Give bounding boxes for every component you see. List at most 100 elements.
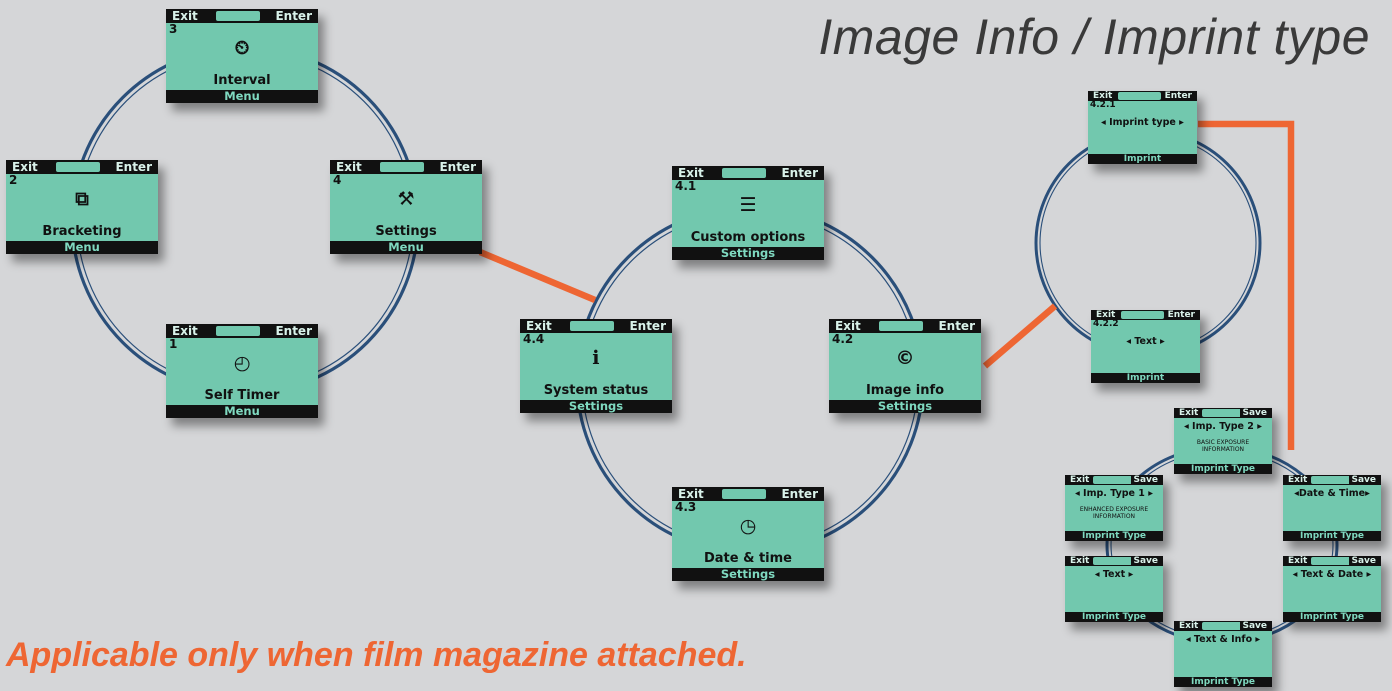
screen-self-timer[interactable]: Exit Enter 1 ◴ Self Timer Menu xyxy=(166,324,318,418)
menu-index: 4.2.1 xyxy=(1090,100,1116,110)
screen-date-time-imprint[interactable]: Exit Save ◂Date & Time▸ Imprint Type xyxy=(1283,475,1381,541)
screen-footer: Menu xyxy=(166,90,318,103)
exit-softkey[interactable]: Exit xyxy=(1094,310,1118,320)
screen-label: System status xyxy=(543,383,649,398)
save-softkey[interactable]: Save xyxy=(1131,475,1160,485)
screen-image-info[interactable]: Exit Enter 4.2 © Image info Settings xyxy=(829,319,981,413)
exit-softkey[interactable]: Exit xyxy=(675,487,707,501)
enter-softkey[interactable]: Enter xyxy=(272,9,315,23)
screen-bracketing[interactable]: Exit Enter 2 ⧉ Bracketing Menu xyxy=(6,160,158,254)
screen-label: ◂Date & Time▸ xyxy=(1294,488,1370,499)
save-softkey[interactable]: Save xyxy=(1240,621,1269,631)
enter-softkey[interactable]: Enter xyxy=(1162,91,1194,101)
tools-icon: ⚒ xyxy=(397,188,415,210)
screen-date-time[interactable]: Exit Enter 4.3 ◷ Date & time Settings xyxy=(672,487,824,581)
exit-softkey[interactable]: Exit xyxy=(1286,556,1310,566)
exit-softkey[interactable]: Exit xyxy=(1286,475,1310,485)
screen-label: Custom options xyxy=(690,230,806,245)
screen-footer: Imprint Type xyxy=(1065,531,1163,541)
save-softkey[interactable]: Save xyxy=(1240,408,1269,418)
save-softkey[interactable]: Save xyxy=(1349,475,1378,485)
link-imageinfo-to-imprint xyxy=(982,303,1058,369)
screen-imp-type-1[interactable]: Exit Save ◂ Imp. Type 1 ▸ ENHANCED EXPOS… xyxy=(1065,475,1163,541)
sliders-icon: ☰ xyxy=(739,194,757,216)
exit-softkey[interactable]: Exit xyxy=(1068,475,1092,485)
exit-softkey[interactable]: Exit xyxy=(1091,91,1115,101)
timer-grid-icon: ⏲ xyxy=(234,37,250,59)
screen-interval[interactable]: Exit Enter 3 ⏲ Interval Menu xyxy=(166,9,318,103)
screen-system-status[interactable]: Exit Enter 4.4 ℹ System status Settings xyxy=(520,319,672,413)
screen-footer: Menu xyxy=(330,241,482,254)
menu-index: 4.1 xyxy=(675,179,697,193)
menu-index: 2 xyxy=(9,173,18,187)
menu-index: 4.4 xyxy=(523,332,545,346)
screen-footer: Imprint xyxy=(1091,373,1200,383)
screen-custom-options[interactable]: Exit Enter 4.1 ☰ Custom options Settings xyxy=(672,166,824,260)
screen-footer: Imprint Type xyxy=(1283,612,1381,622)
enter-softkey[interactable]: Enter xyxy=(778,166,821,180)
screen-footer: Imprint Type xyxy=(1065,612,1163,622)
menu-index: 1 xyxy=(169,337,178,351)
screen-label: ◂ Text & Info ▸ xyxy=(1185,634,1261,645)
screen-text-imprint[interactable]: Exit Save ◂ Text ▸ Imprint Type xyxy=(1065,556,1163,622)
enter-softkey[interactable]: Enter xyxy=(778,487,821,501)
exit-softkey[interactable]: Exit xyxy=(1068,556,1092,566)
screen-label: ◂ Imp. Type 1 ▸ xyxy=(1074,488,1153,499)
menu-index: 4.2 xyxy=(832,332,854,346)
screen-imprint-type[interactable]: Exit Enter 4.2.1 ◂ Imprint type ▸ Imprin… xyxy=(1088,91,1197,164)
exit-softkey[interactable]: Exit xyxy=(523,319,555,333)
enter-softkey[interactable]: Enter xyxy=(112,160,155,174)
link-imprinttype-to-types xyxy=(1198,120,1295,450)
screen-footer: Menu xyxy=(6,241,158,254)
enter-softkey[interactable]: Enter xyxy=(626,319,669,333)
enter-softkey[interactable]: Enter xyxy=(935,319,978,333)
clock-cal-icon: ◷ xyxy=(739,515,757,537)
copyright-icon: © xyxy=(895,347,915,369)
screen-text-info[interactable]: Exit Save ◂ Text & Info ▸ Imprint Type xyxy=(1174,621,1272,687)
screen-settings[interactable]: Exit Enter 4 ⚒ Settings Menu xyxy=(330,160,482,254)
enter-softkey[interactable]: Enter xyxy=(436,160,479,174)
footnote: Applicable only when film magazine attac… xyxy=(6,636,747,674)
screen-label: ◂ Text ▸ xyxy=(1094,569,1134,580)
screen-footer: Imprint Type xyxy=(1174,464,1272,474)
screen-footer: Imprint Type xyxy=(1283,531,1381,541)
link-settings-to-submenu xyxy=(478,249,597,303)
page-title: Image Info / Imprint type xyxy=(818,9,1370,65)
screen-footer: Settings xyxy=(520,400,672,413)
menu-index: 4.3 xyxy=(675,500,697,514)
screen-label: Bracketing xyxy=(42,224,122,239)
screen-footer: Settings xyxy=(672,247,824,260)
screen-label: Settings xyxy=(375,224,437,239)
exit-softkey[interactable]: Exit xyxy=(1177,621,1201,631)
screen-footer: Menu xyxy=(166,405,318,418)
screen-label: ◂ Imp. Type 2 ▸ xyxy=(1183,421,1262,432)
exit-softkey[interactable]: Exit xyxy=(832,319,864,333)
screen-label: Date & time xyxy=(703,551,793,566)
stopwatch-icon: ◴ xyxy=(233,352,251,374)
screen-label: ◂ Text & Date ▸ xyxy=(1292,569,1372,580)
screen-label: ◂ Text ▸ xyxy=(1126,336,1165,347)
screen-footer: Imprint xyxy=(1088,154,1197,164)
exit-softkey[interactable]: Exit xyxy=(675,166,707,180)
info-icon: ℹ xyxy=(592,347,600,369)
menu-index: 4 xyxy=(333,173,342,187)
exit-softkey[interactable]: Exit xyxy=(9,160,41,174)
screen-description: ENHANCED EXPOSURE INFORMATION xyxy=(1079,506,1149,520)
exit-softkey[interactable]: Exit xyxy=(1177,408,1201,418)
screen-footer: Imprint Type xyxy=(1174,677,1272,687)
save-softkey[interactable]: Save xyxy=(1131,556,1160,566)
menu-index: 4.2.2 xyxy=(1093,319,1119,329)
exit-softkey[interactable]: Exit xyxy=(169,324,201,338)
save-softkey[interactable]: Save xyxy=(1349,556,1378,566)
screen-footer: Settings xyxy=(672,568,824,581)
screen-imprint-text[interactable]: Exit Enter 4.2.2 ◂ Text ▸ Imprint xyxy=(1091,310,1200,383)
exit-softkey[interactable]: Exit xyxy=(333,160,365,174)
enter-softkey[interactable]: Enter xyxy=(1165,310,1197,320)
enter-softkey[interactable]: Enter xyxy=(272,324,315,338)
screen-label: ◂ Imprint type ▸ xyxy=(1101,117,1184,128)
screen-text-date[interactable]: Exit Save ◂ Text & Date ▸ Imprint Type xyxy=(1283,556,1381,622)
screen-label: Self Timer xyxy=(204,388,280,403)
screen-imp-type-2[interactable]: Exit Save ◂ Imp. Type 2 ▸ BASIC EXPOSURE… xyxy=(1174,408,1272,474)
screen-label: Image info xyxy=(865,383,945,398)
exit-softkey[interactable]: Exit xyxy=(169,9,201,23)
